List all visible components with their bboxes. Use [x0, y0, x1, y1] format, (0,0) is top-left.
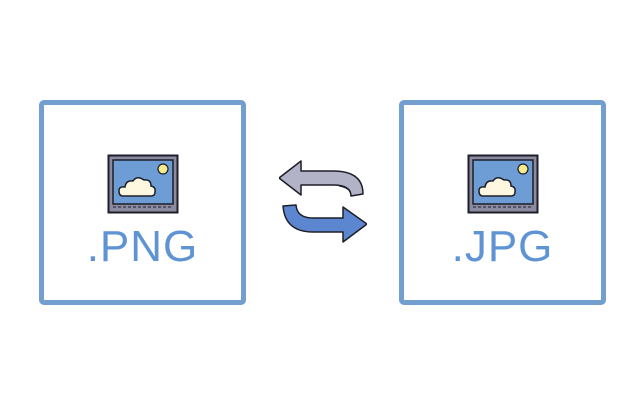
png-format-label: .PNG — [86, 222, 199, 271]
swap-arrows-icon — [279, 160, 367, 243]
jpg-file-card: .JPG — [399, 100, 606, 305]
image-icon — [467, 154, 539, 214]
png-file-card: .PNG — [39, 100, 246, 305]
forward-arrow-icon — [282, 204, 367, 243]
image-icon — [107, 154, 179, 214]
jpg-format-label: .JPG — [451, 222, 554, 271]
back-arrow-icon — [279, 160, 364, 197]
